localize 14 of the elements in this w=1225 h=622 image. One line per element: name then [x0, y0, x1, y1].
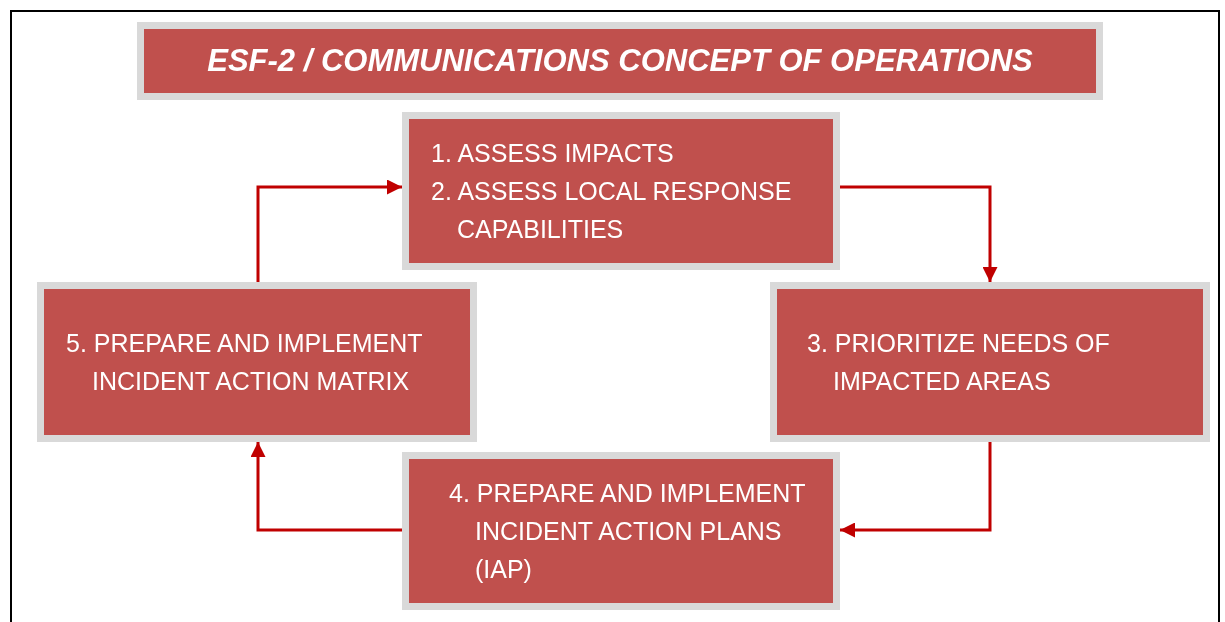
process-box [37, 282, 477, 442]
arrow [840, 185, 998, 282]
title-banner: ESF-2 / COMMUNICATIONS CONCEPT OF OPERATIONS [137, 22, 1103, 100]
step-text: 1. ASSESS IMPACTS [430, 138, 675, 169]
arrow [256, 179, 402, 282]
process-box [770, 282, 1210, 442]
step-text: 5. PREPARE AND IMPLEMENT INCIDENT ACTION MATRIX [65, 328, 424, 397]
process-box [402, 112, 840, 270]
step-text: 2. ASSESS LOCAL RESPONSE CAPABILITIES [430, 176, 793, 245]
arrow [840, 442, 992, 538]
process-box [402, 452, 840, 610]
arrow [250, 442, 402, 532]
step-text: 4. PREPARE AND IMPLEMENT INCIDENT ACTION PLANS (IAP) [448, 478, 807, 585]
step-text: 3. PRIORITIZE NEEDS OF IMPACTED AREAS [806, 328, 1111, 397]
